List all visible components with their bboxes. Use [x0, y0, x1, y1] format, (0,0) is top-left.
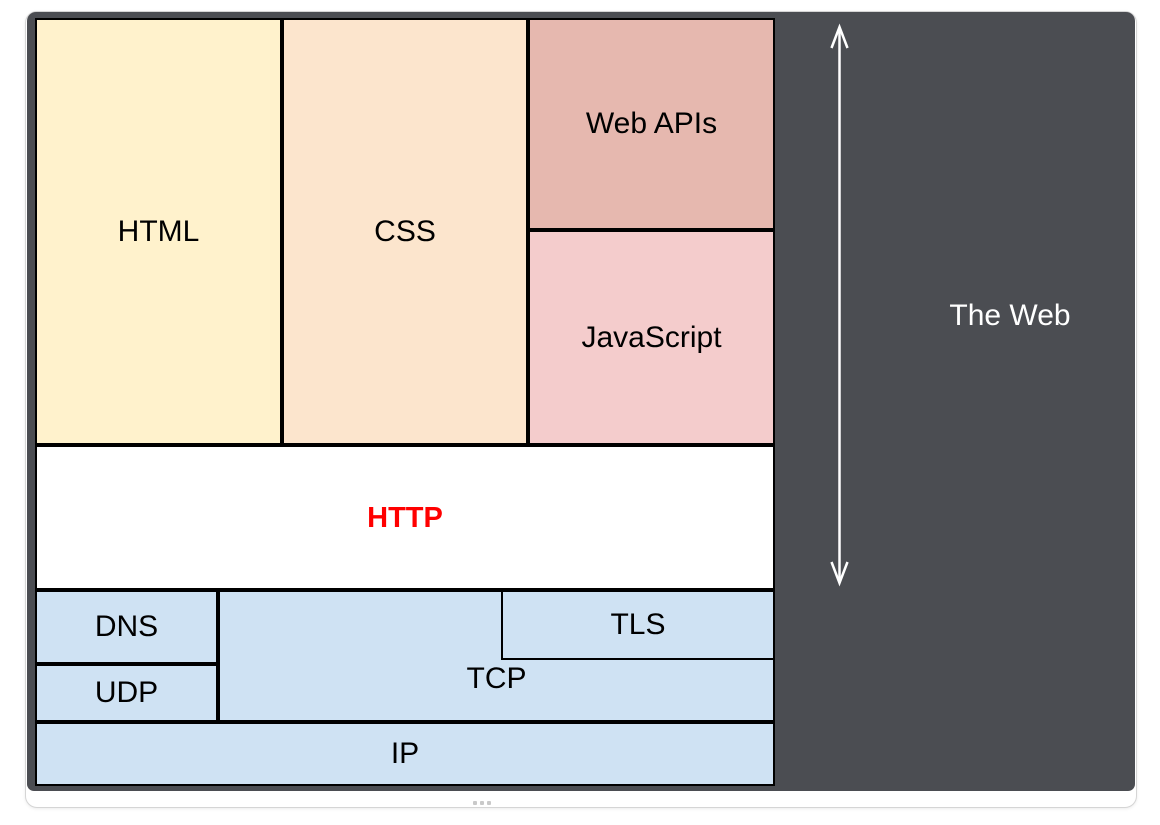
layer-label-tls: TLS	[610, 608, 666, 641]
layer-box-ip: IP	[35, 722, 775, 786]
layer-box-dns: DNS	[35, 590, 218, 664]
handle-dot	[487, 801, 491, 805]
layer-box-web-apis: Web APIs	[528, 18, 775, 230]
layer-label-html: HTML	[117, 214, 200, 248]
the-web-label: The Web	[949, 299, 1071, 332]
layer-box-javascript: JavaScript	[528, 230, 775, 445]
layer-label-web-apis: Web APIs	[585, 107, 718, 140]
layer-box-html: HTML	[35, 18, 282, 445]
layer-label-css: CSS	[374, 214, 436, 248]
diagram-panel: HTML CSS Web APIs JavaScript HTTP TCP TL…	[27, 12, 1135, 791]
layer-box-udp: UDP	[35, 664, 218, 722]
handle-dot	[480, 801, 484, 805]
layer-box-tls: TLS	[501, 590, 775, 660]
resize-handle-dots[interactable]	[473, 801, 491, 805]
layer-label-ip: IP	[390, 737, 420, 770]
layer-label-dns: DNS	[94, 610, 159, 643]
layer-label-tcp: TCP	[466, 662, 527, 695]
embed-card: HTML CSS Web APIs JavaScript HTTP TCP TL…	[25, 11, 1137, 808]
layer-label-http: HTTP	[367, 501, 443, 534]
layer-box-css: CSS	[282, 18, 528, 445]
handle-dot	[473, 801, 477, 805]
vertical-double-arrow-icon	[830, 23, 849, 587]
layer-label-javascript: JavaScript	[581, 320, 722, 354]
layer-label-udp: UDP	[94, 676, 159, 709]
layer-box-http: HTTP	[35, 445, 775, 590]
